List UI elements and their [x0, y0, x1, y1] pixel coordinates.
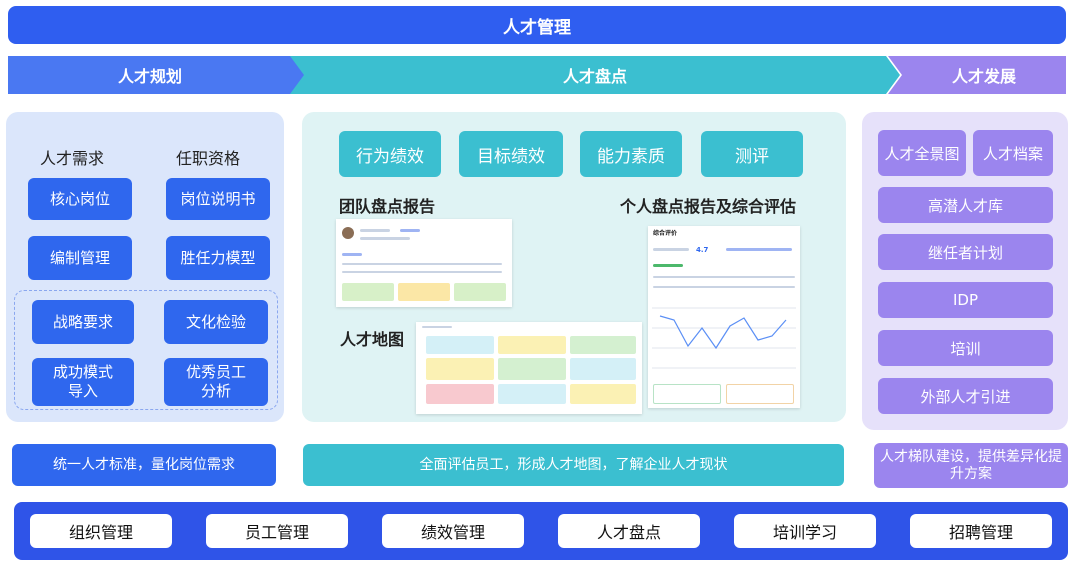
module-org-management: 组织管理 — [30, 514, 172, 548]
review-summary: 全面评估员工，形成人才地图，了解企业人才现状 — [303, 444, 844, 486]
competency-model-box: 胜任力模型 — [166, 236, 270, 280]
idp-box: IDP — [878, 282, 1053, 318]
talent-map-thumbnail — [416, 322, 642, 414]
external-hiring-box: 外部人才引进 — [878, 378, 1053, 414]
job-description-box: 岗位说明书 — [166, 178, 270, 220]
core-position-box: 核心岗位 — [28, 178, 132, 220]
module-training: 培训学习 — [734, 514, 876, 548]
planning-summary: 统一人才标准，量化岗位需求 — [12, 444, 276, 486]
talent-demand-heading: 人才需求 — [40, 149, 105, 168]
succession-plan-box: 继任者计划 — [878, 234, 1053, 270]
development-summary: 人才梯队建设，提供差异化提升方案 — [874, 443, 1068, 488]
personal-thumb-score: 4.7 — [696, 246, 709, 254]
top-employee-analysis-box: 优秀员工 分析 — [164, 358, 268, 406]
behavior-performance-box: 行为绩效 — [339, 131, 441, 177]
talent-panorama-box: 人才全景图 — [878, 130, 966, 176]
phase-talent-development: 人才发展 — [888, 56, 1066, 94]
strategy-requirement-box: 战略要求 — [32, 300, 134, 344]
personal-report-thumbnail: 综合评价 4.7 — [648, 226, 800, 408]
module-employee-management: 员工管理 — [206, 514, 348, 548]
talent-map-heading: 人才地图 — [340, 330, 405, 349]
goal-performance-box: 目标绩效 — [459, 131, 563, 177]
team-report-thumbnail — [336, 219, 512, 307]
competency-box: 能力素质 — [580, 131, 682, 177]
module-talent-review: 人才盘点 — [558, 514, 700, 548]
team-report-heading: 团队盘点报告 — [339, 197, 436, 216]
talent-profile-box: 人才档案 — [973, 130, 1053, 176]
assessment-box: 测评 — [701, 131, 803, 177]
success-model-box: 成功模式 导入 — [32, 358, 134, 406]
culture-check-box: 文化检验 — [164, 300, 268, 344]
phase-talent-planning: 人才规划 — [8, 56, 306, 94]
platform-bar — [14, 502, 1068, 560]
page-title: 人才管理 — [8, 6, 1066, 44]
trend-line-chart — [652, 307, 796, 369]
culture-group — [14, 290, 278, 410]
high-potential-pool-box: 高潜人才库 — [878, 187, 1053, 223]
training-box: 培训 — [878, 330, 1053, 366]
phase-talent-review: 人才盘点 — [290, 56, 900, 94]
module-performance-management: 绩效管理 — [382, 514, 524, 548]
personal-report-heading: 个人盘点报告及综合评估 — [620, 197, 797, 216]
job-qualification-heading: 任职资格 — [176, 149, 241, 168]
headcount-management-box: 编制管理 — [28, 236, 132, 280]
module-recruitment: 招聘管理 — [910, 514, 1052, 548]
personal-thumb-title: 综合评价 — [653, 230, 678, 237]
